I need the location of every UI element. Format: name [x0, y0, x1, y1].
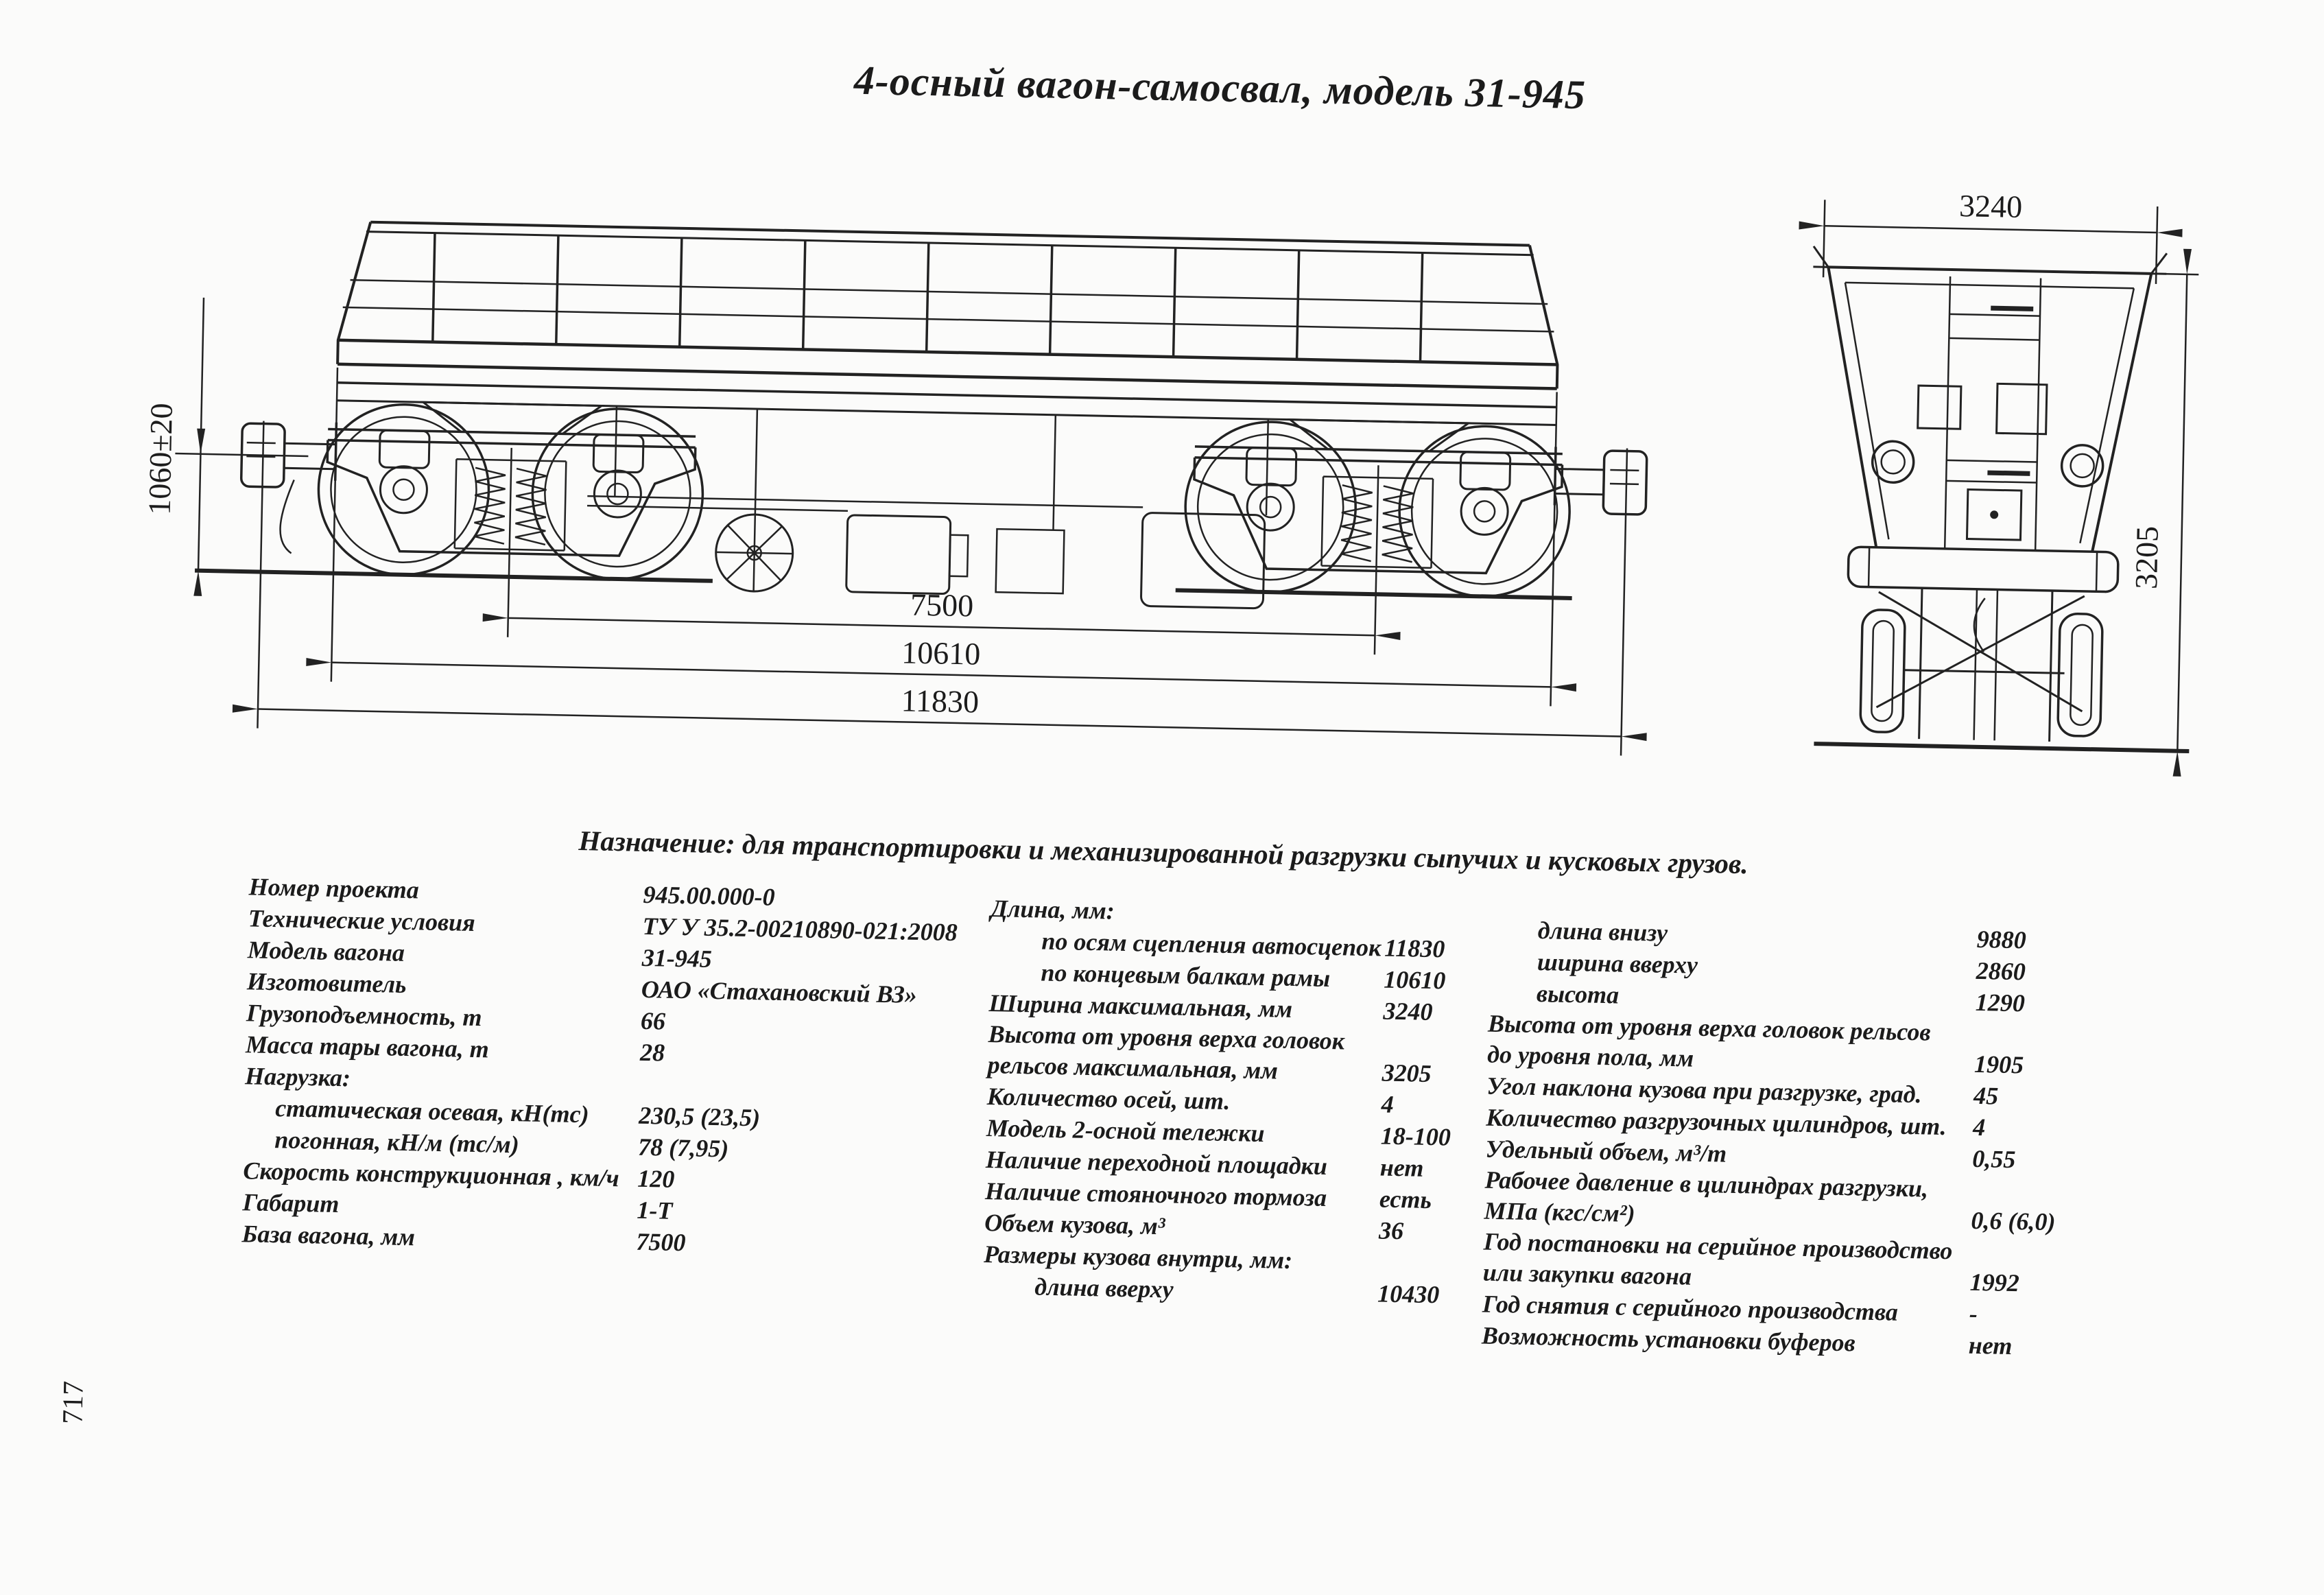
brake-cylinder — [845, 514, 952, 595]
spec-value: 1905 — [1973, 1050, 2024, 1079]
spec-value: 0,55 — [1971, 1144, 2016, 1174]
dim-label-bogie-base: 7500 — [910, 587, 974, 624]
spec-value: 9880 — [1976, 925, 2027, 954]
spec-label: Высота от уровня верха головок рельсов д… — [1486, 1009, 1931, 1072]
dim-label-max-width: 3240 — [1959, 188, 2023, 224]
end-view: 3240 — [1799, 188, 2199, 777]
wagon-drawing-svg: 1060±20 7500 10610 11830 — [142, 188, 2199, 777]
page-title: 4-осный вагон-самосвал, модель 31-945 — [853, 57, 1587, 118]
spec-value: 4 — [1972, 1113, 1986, 1142]
dimension-width: 3240 — [1799, 188, 2183, 284]
spec-label: Год постановки на серийное производство … — [1482, 1227, 1953, 1290]
side-view-body — [336, 220, 1559, 453]
spec-label: Высота от уровня верха головок рельсов м… — [987, 1020, 1345, 1085]
rail-line — [1814, 742, 2190, 754]
dim-label-coupler-height: 1060±20 — [142, 403, 179, 515]
rail-line — [1175, 588, 1572, 600]
dim-label-coupler-length: 11830 — [901, 683, 979, 719]
rail-line — [194, 568, 713, 583]
dim-label-max-height: 3205 — [2129, 525, 2165, 589]
end-view-body — [1812, 246, 2168, 593]
end-view-undercarriage — [1814, 588, 2190, 754]
technical-drawing: 1060±20 7500 10610 11830 — [128, 130, 2220, 869]
coupler-left — [239, 422, 338, 554]
spec-value: 7500 — [636, 1227, 686, 1257]
spec-value: 1992 — [1969, 1268, 2020, 1297]
side-view: 1060±20 7500 10610 11830 — [142, 220, 1648, 756]
spec-value: 2860 — [1976, 956, 2026, 986]
spec-value: 1290 — [1975, 988, 2026, 1017]
dim-label-frame-length: 10610 — [901, 635, 981, 671]
page-number: 717 — [57, 1380, 90, 1425]
spec-value: 0,6 (6,0) — [1971, 1206, 2056, 1236]
spec-label: Рабочее давление в цилиндрах разгрузки, … — [1484, 1166, 1929, 1227]
spec-value: нет — [1968, 1331, 2013, 1360]
dimensions-side: 1060±20 7500 10610 11830 — [142, 297, 1647, 756]
dimension-height: 3205 — [2129, 248, 2199, 777]
spec-value: 45 — [1973, 1081, 1999, 1110]
spec-value: - — [1969, 1299, 1978, 1328]
bogie-right — [1184, 421, 1571, 598]
